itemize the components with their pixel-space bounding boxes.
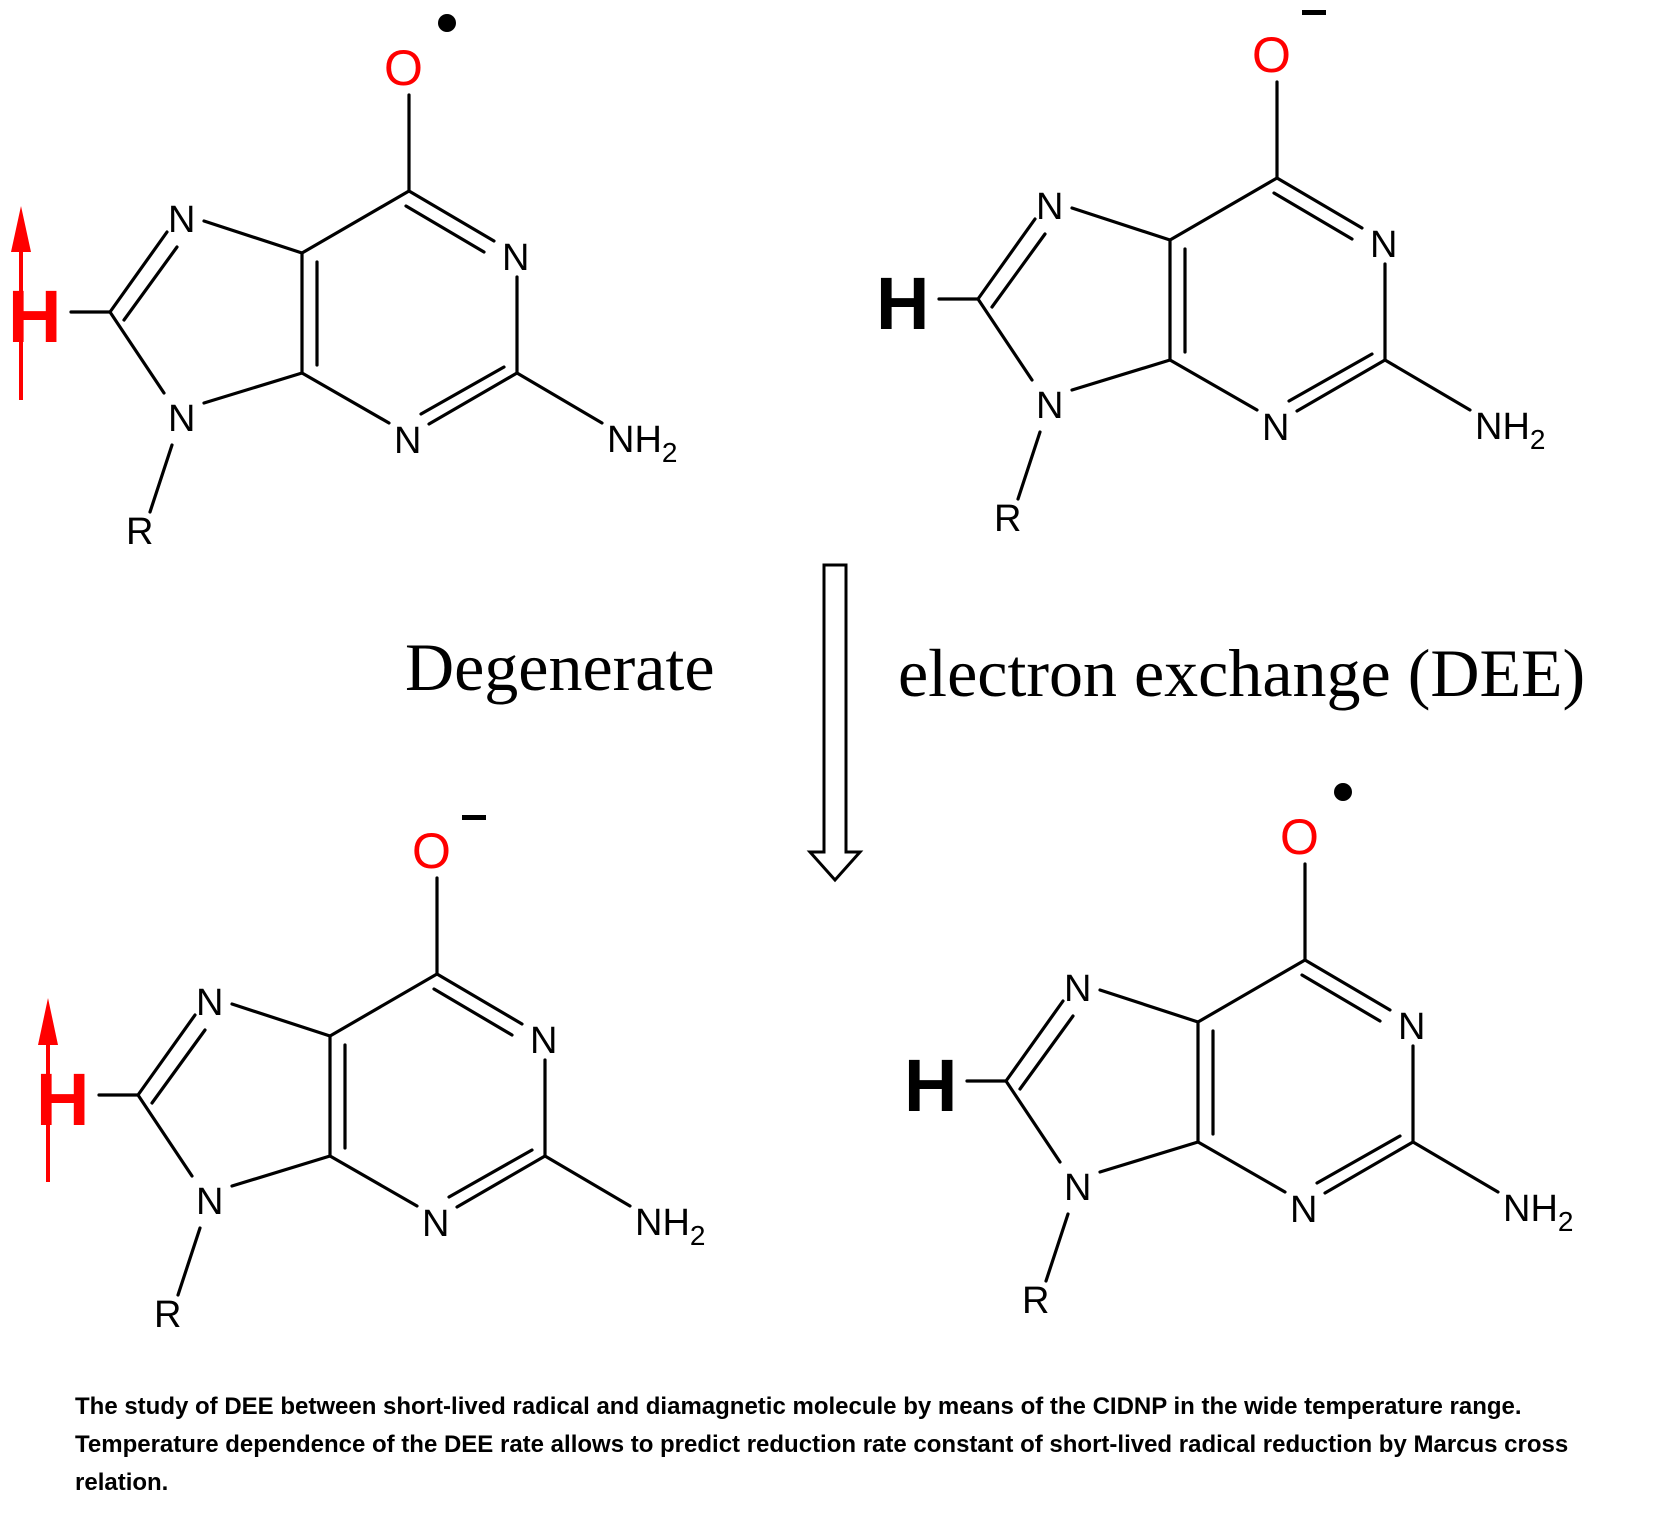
ring-nitrogen-n3: N [1290,1189,1317,1231]
polarized-hydrogen: H [36,1058,89,1141]
ring-nitrogen-n3: N [422,1203,449,1245]
ring-nitrogen-n9: N [196,1181,223,1223]
polarization-arrowhead-icon [11,206,31,252]
amine-group: NH2 [607,419,677,468]
oxygen-atom: O [1280,809,1319,865]
molecule-top-left: O N N N N NH2 R H [8,14,677,553]
ring-nitrogen-n1: N [502,237,529,279]
ring-nitrogen-n1: N [1398,1006,1425,1048]
ring-nitrogen-n9: N [1036,385,1063,427]
negative-charge-icon [462,815,486,820]
radical-dot [1334,783,1352,801]
negative-charge-icon [1302,10,1326,15]
molecule-bottom-right: O N N N N NH2 R H [904,783,1573,1322]
ring-nitrogen-n3: N [1262,407,1289,449]
molecule-top-right: O N N N N NH2 R H [876,10,1545,540]
substituent-r: R [154,1294,181,1336]
polarized-hydrogen: H [8,275,61,358]
ring-nitrogen-n9: N [168,398,195,440]
ring-nitrogen-n1: N [530,1020,557,1062]
oxygen-atom: O [384,40,423,96]
ring-nitrogen-n3: N [394,420,421,462]
reaction-label-left: Degenerate [405,629,715,705]
hydrogen: H [904,1044,957,1127]
molecule-bottom-left: O N N N N NH2 R H [36,815,705,1336]
ring-nitrogen-n7: N [168,199,195,241]
amine-group: NH2 [1503,1188,1573,1237]
figure-caption: The study of DEE between short-lived rad… [75,1393,1569,1496]
ring-nitrogen-n7: N [196,982,223,1024]
reaction-arrow-icon [806,563,864,883]
polarization-arrowhead-icon [38,998,58,1045]
hydrogen: H [876,262,929,345]
ring-nitrogen-n1: N [1370,224,1397,266]
ring-nitrogen-n7: N [1036,186,1063,228]
oxygen-atom: O [1252,27,1291,83]
amine-group: NH2 [635,1202,705,1251]
ring-nitrogen-n9: N [1064,1167,1091,1209]
ring-nitrogen-n7: N [1064,968,1091,1010]
substituent-r: R [126,511,153,553]
oxygen-atom: O [412,823,451,879]
amine-group: NH2 [1475,406,1545,455]
substituent-r: R [1022,1280,1049,1322]
reaction-label-right: electron exchange (DEE) [898,635,1585,711]
radical-dot [438,14,456,32]
substituent-r: R [994,498,1021,540]
